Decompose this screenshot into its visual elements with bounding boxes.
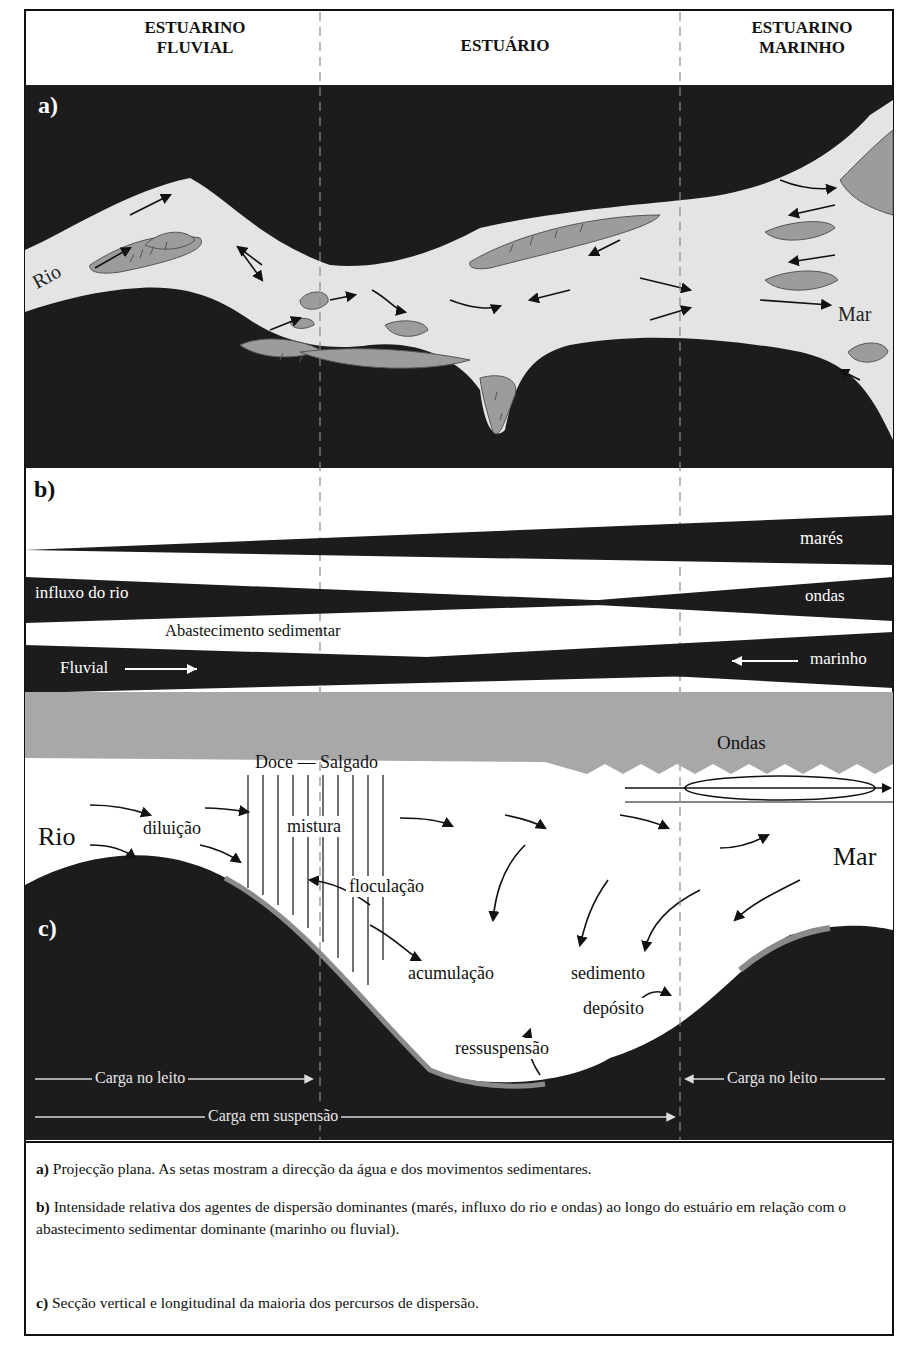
caption-text: Intensidade relativa dos agentes de disp…	[36, 1198, 846, 1237]
place-label: Rio	[38, 822, 76, 852]
process-label: sedimento	[568, 963, 648, 984]
salinity-label: Doce — Salgado	[255, 752, 378, 773]
process-label: mistura	[284, 816, 344, 837]
panel-letter: c)	[38, 915, 57, 943]
panel-letter: a)	[38, 92, 58, 120]
caption-text: Projecção plana. As setas mostram a dire…	[53, 1160, 592, 1177]
agent-label: marés	[800, 528, 843, 549]
agent-label: ondas	[805, 586, 845, 606]
wave-wedge: ondas	[560, 575, 893, 623]
wedge-shape	[25, 513, 893, 567]
agent-label: influxo do rio	[35, 583, 129, 603]
zone-heading: ESTUARINO FLUVIAL	[105, 18, 285, 57]
agent-label: Fluvial	[60, 658, 108, 678]
river-wedge: influxo do rio	[25, 575, 665, 625]
caption-paragraph: b) Intensidade relativa dos agentes de d…	[36, 1196, 881, 1241]
panel-letter: b)	[34, 476, 55, 504]
load-label: Carga em suspensão	[205, 1107, 341, 1125]
caption-letter: a)	[36, 1160, 49, 1177]
marine-supply-wedge: marinho	[370, 632, 893, 690]
tide-wedge: marés	[25, 513, 893, 567]
agent-label: marinho	[810, 649, 867, 669]
process-label: ressuspensão	[452, 1038, 552, 1059]
wave-band: Ondas	[25, 692, 893, 776]
caption-paragraph: c) Secção vertical e longitudinal da mai…	[36, 1292, 881, 1314]
process-label: floculação	[346, 876, 427, 897]
caption-text: Secção vertical e longitudinal da maiori…	[52, 1294, 479, 1311]
zone-heading: ESTUARINO MARINHO	[712, 18, 892, 57]
process-label: acumulação	[405, 963, 497, 984]
place-label: Mar	[838, 303, 871, 326]
supply-heading: Abastecimento sedimentar	[165, 622, 340, 641]
caption-paragraph: a) Projecção plana. As setas mostram a d…	[36, 1158, 881, 1180]
caption-letter: c)	[36, 1294, 48, 1311]
load-label: Carga no leito	[724, 1069, 820, 1087]
caption-letter: b)	[36, 1198, 50, 1215]
zone-heading: ESTUÁRIO	[435, 36, 575, 56]
load-label: Carga no leito	[92, 1069, 188, 1087]
agent-label: Ondas	[717, 732, 766, 754]
process-label: depósito	[580, 998, 647, 1019]
place-label: Mar	[833, 842, 876, 872]
process-label: diluição	[140, 818, 204, 839]
